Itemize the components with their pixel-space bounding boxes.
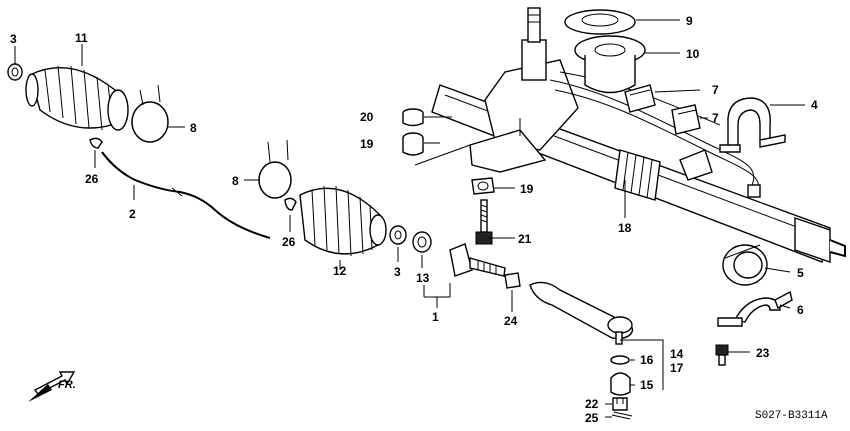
clip-3-upper: [7, 63, 23, 81]
nut-19-lower: [471, 177, 495, 195]
callout-21: 21: [518, 232, 532, 246]
callout-9: 9: [686, 14, 693, 28]
callout-7: 7: [712, 83, 719, 97]
ring-16: [610, 355, 630, 365]
callout-7: 7: [712, 111, 719, 125]
tie-rod-end: [529, 281, 634, 345]
callout-labels: 3 11 8 26 2 8 26 12 3 13 1 24 20 19 19 2…: [10, 14, 818, 425]
tube-clip-26-left: [89, 137, 103, 149]
callout-4: 4: [811, 98, 818, 112]
lock-washer-13: [412, 231, 432, 253]
callout-2: 2: [129, 207, 136, 221]
clamp-7-upper: [624, 84, 656, 113]
callout-6: 6: [797, 303, 804, 317]
callout-14: 14: [670, 347, 684, 361]
callout-3: 3: [394, 265, 401, 279]
cotter-pin-25: [611, 411, 633, 420]
leader-lines: [14, 19, 805, 418]
clamp-7-lower: [671, 104, 701, 135]
callout-11: 11: [75, 31, 88, 45]
callout-13: 13: [416, 271, 430, 285]
callout-22: 22: [585, 397, 599, 411]
mounting-bracket-4: [719, 97, 786, 153]
tube-clip-26-right: [284, 197, 297, 211]
steering-gear-box: [431, 7, 846, 263]
callout-26: 26: [85, 172, 99, 186]
pinion-packing-10: [574, 35, 646, 94]
dust-seal-boot-15: [610, 372, 631, 396]
castle-nut-22: [612, 397, 628, 411]
bolt-21: [475, 199, 493, 245]
callout-25: 25: [585, 411, 599, 425]
callout-19: 19: [520, 182, 534, 196]
callout-8: 8: [232, 174, 239, 188]
rack-end-bellows-12: [299, 185, 387, 257]
locknut-24: [504, 272, 521, 289]
mounting-cushion-5: [722, 244, 768, 286]
callout-10: 10: [686, 47, 700, 61]
grommet-9: [564, 9, 636, 35]
rack-end-bellows-11: [25, 65, 129, 131]
front-direction-arrow: FR.: [28, 371, 76, 402]
callout-19: 19: [360, 137, 374, 151]
callout-15: 15: [640, 378, 654, 392]
callout-18: 18: [618, 221, 632, 235]
diagram-code: S027-B3311A: [755, 410, 828, 422]
callout-26: 26: [282, 235, 296, 249]
direction-label: FR.: [58, 379, 76, 391]
callout-1: 1: [432, 310, 439, 324]
callout-12: 12: [333, 264, 347, 278]
bellows-band-8-upper: [131, 84, 169, 143]
bolt-23: [715, 344, 729, 366]
bellows-band-8-lower: [258, 139, 292, 199]
callout-24: 24: [504, 314, 518, 328]
callout-3: 3: [10, 32, 17, 46]
callout-17: 17: [670, 361, 684, 375]
bracket-6: [717, 290, 793, 327]
cap-20: [402, 108, 424, 127]
bushing-19-upper: [402, 132, 424, 156]
callout-23: 23: [756, 346, 770, 360]
callout-8: 8: [190, 121, 197, 135]
tie-rod: [449, 243, 506, 277]
clip-3-lower: [389, 225, 407, 245]
air-tube-2: [101, 151, 271, 239]
callout-5: 5: [797, 266, 804, 280]
callout-16: 16: [640, 353, 654, 367]
callout-20: 20: [360, 110, 374, 124]
